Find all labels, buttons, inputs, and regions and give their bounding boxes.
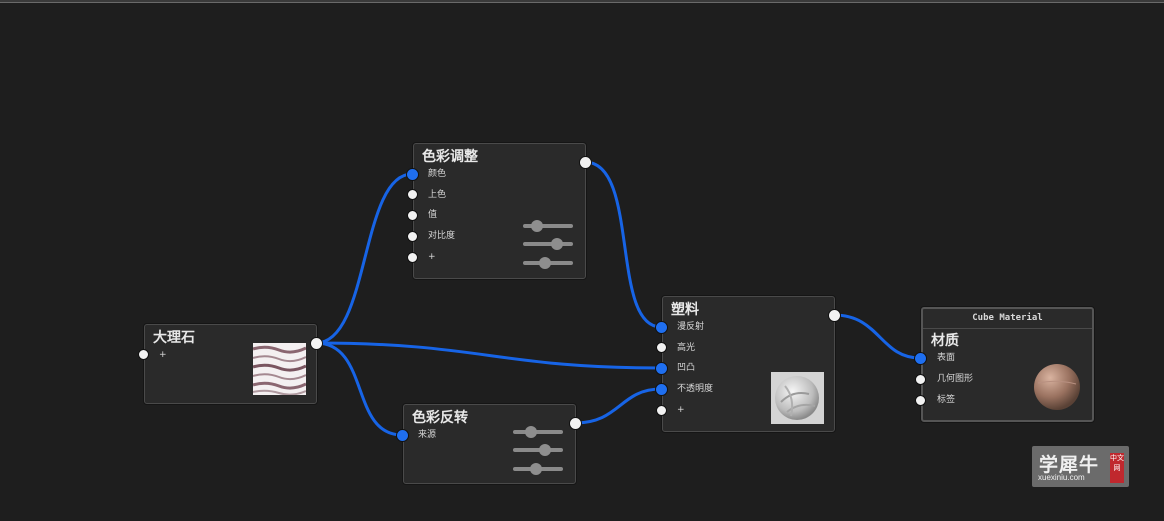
marble-add-label: + bbox=[159, 350, 167, 360]
material-label-label: 标签 bbox=[937, 395, 956, 405]
cube-material-node[interactable]: Cube Material 材质 表面 几何图形 标签 bbox=[921, 307, 1094, 422]
adjust-slider-3[interactable] bbox=[523, 257, 573, 269]
adjust-input-add-label: + bbox=[428, 252, 436, 262]
plastic-highlight-label: 高光 bbox=[677, 343, 696, 353]
adjust-add-input-port[interactable] bbox=[407, 252, 418, 263]
marble-add-row: + bbox=[145, 347, 316, 363]
wire-marble-to-invert-source[interactable] bbox=[315, 341, 403, 437]
slider-knob-icon[interactable] bbox=[531, 220, 543, 232]
marble-add-input-port[interactable] bbox=[138, 349, 149, 360]
color-adjust-node[interactable]: 色彩调整 颜色 上色 值 对比度 + bbox=[413, 143, 586, 279]
plastic-diffuse-input-port[interactable] bbox=[655, 321, 668, 334]
plastic-add-input-port[interactable] bbox=[656, 405, 667, 416]
adjust-input-contrast-label: 对比度 bbox=[428, 231, 456, 241]
material-geometry-label: 几何图形 bbox=[937, 374, 974, 384]
material-geometry-input-port[interactable] bbox=[915, 374, 926, 385]
wire-marble-to-adjust-color[interactable] bbox=[315, 172, 413, 345]
wire-plastic-to-material-surface[interactable] bbox=[833, 313, 921, 360]
slider-knob-icon[interactable] bbox=[539, 444, 551, 456]
adjust-output-port[interactable] bbox=[579, 156, 592, 169]
watermark-url: xuexiniu.com bbox=[1038, 473, 1085, 482]
material-sphere-preview bbox=[1033, 363, 1081, 411]
plastic-diffuse-label: 漫反射 bbox=[677, 322, 705, 332]
watermark-logo: 学犀牛 xuexiniu.com 中文网 bbox=[1032, 446, 1129, 487]
invert-slider-3[interactable] bbox=[513, 463, 563, 475]
invert-source-input-port[interactable] bbox=[396, 429, 409, 442]
adjust-tint-input-port[interactable] bbox=[407, 189, 418, 200]
adjust-input-value-label: 值 bbox=[428, 210, 438, 220]
marble-output-port[interactable] bbox=[310, 337, 323, 350]
slider-knob-icon[interactable] bbox=[530, 463, 542, 475]
window-top-border bbox=[0, 0, 1164, 3]
slider-knob-icon[interactable] bbox=[551, 238, 563, 250]
color-adjust-title: 色彩调整 bbox=[422, 149, 478, 165]
adjust-input-color-label: 颜色 bbox=[428, 169, 447, 179]
cube-material-header: Cube Material bbox=[923, 309, 1092, 329]
marble-node[interactable]: 大理石 + bbox=[144, 324, 317, 404]
plastic-highlight-input-port[interactable] bbox=[656, 342, 667, 353]
material-surface-input-port[interactable] bbox=[914, 352, 927, 365]
slider-knob-icon[interactable] bbox=[539, 257, 551, 269]
invert-slider-2[interactable] bbox=[513, 444, 563, 456]
plastic-output-port[interactable] bbox=[828, 309, 841, 322]
invert-input-source-label: 来源 bbox=[418, 430, 437, 440]
plastic-opacity-input-port[interactable] bbox=[655, 383, 668, 396]
plastic-opacity-label: 不透明度 bbox=[677, 384, 714, 394]
material-label-input-port[interactable] bbox=[915, 395, 926, 406]
adjust-value-input-port[interactable] bbox=[407, 210, 418, 221]
material-title: 材质 bbox=[931, 333, 959, 349]
plastic-bump-label: 凹凸 bbox=[677, 363, 696, 373]
adjust-input-tint-label: 上色 bbox=[428, 190, 447, 200]
plastic-add-label: + bbox=[677, 405, 685, 415]
marble-texture-preview bbox=[252, 343, 307, 396]
material-surface-label: 表面 bbox=[937, 353, 956, 363]
watermark-badge: 中文网 bbox=[1110, 453, 1124, 483]
marble-node-title: 大理石 bbox=[153, 330, 195, 346]
wire-marble-to-plastic-bump[interactable] bbox=[315, 341, 662, 370]
wire-invert-to-plastic-opacity[interactable] bbox=[574, 387, 662, 425]
plastic-bump-input-port[interactable] bbox=[655, 362, 668, 375]
plastic-preview bbox=[771, 372, 824, 424]
slider-knob-icon[interactable] bbox=[525, 426, 537, 438]
wire-adjust-to-plastic-diffuse[interactable] bbox=[584, 160, 662, 329]
invert-slider-1[interactable] bbox=[513, 426, 563, 438]
adjust-slider-2[interactable] bbox=[523, 238, 573, 250]
adjust-contrast-input-port[interactable] bbox=[407, 231, 418, 242]
adjust-color-input-port[interactable] bbox=[406, 168, 419, 181]
plastic-title: 塑料 bbox=[671, 302, 699, 318]
plastic-node[interactable]: 塑料 漫反射 高光 凹凸 不透明度 + bbox=[662, 296, 835, 432]
color-invert-node[interactable]: 色彩反转 来源 bbox=[403, 404, 576, 484]
watermark-main-text: 学犀牛 bbox=[1039, 454, 1100, 476]
adjust-slider-1[interactable] bbox=[523, 220, 573, 232]
color-invert-title: 色彩反转 bbox=[412, 410, 468, 426]
invert-output-port[interactable] bbox=[569, 417, 582, 430]
